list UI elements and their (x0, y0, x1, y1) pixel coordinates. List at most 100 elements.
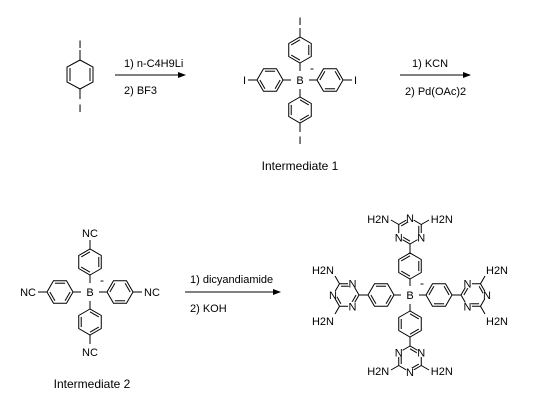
product-ring-nitrogen-bottom: N (417, 348, 425, 360)
product-amine-top-1: H2N (367, 214, 389, 226)
i2-phenyl-ring-bottom (78, 308, 102, 336)
diiodobenzene-structure: I I (66, 39, 94, 115)
intermediate-1-caption: Intermediate 1 (262, 159, 339, 173)
product-ring-nitrogen-bg (482, 290, 492, 300)
i1-substituent-left: I (243, 75, 246, 87)
product-ring-nitrogen-top: N (417, 233, 425, 245)
i2-phenyl-ring-top-double-bond (80, 266, 91, 273)
product-amine-right-0: H2N (486, 316, 508, 328)
product-phenyl-ring-right (425, 283, 453, 307)
product-amine-bond-top (390, 219, 399, 225)
product-ring-nitrogen-bg (348, 301, 357, 311)
i2-phenyl-ring-right-double-bond (124, 282, 131, 293)
product-ring-nitrogen-bg (328, 290, 338, 300)
product-amine-bond-bottom (390, 365, 399, 371)
product-ring-nitrogen-bg (405, 367, 415, 377)
product-phenyl-ring-left-double-bond (385, 294, 392, 305)
product-amine-left-0: H2N (312, 265, 334, 277)
product-amine-bond-left (334, 275, 340, 284)
product-ring-nitrogen-bg (348, 279, 357, 289)
i1-substituent-right: I (354, 75, 357, 87)
product-amine-top-0: H2N (431, 214, 453, 226)
step3-reagent-1: 1) dicyandiamide (190, 274, 273, 286)
i1-substituent-bottom: I (298, 135, 301, 147)
product-ring-nitrogen-bg (416, 348, 426, 357)
i2-phenyl-ring-right-double-bond (109, 282, 116, 293)
product-phenyl-ring-left-double-bond (370, 294, 377, 305)
product-amine-bond-bottom (421, 365, 430, 371)
i2-substituent-bottom: NC (82, 347, 98, 359)
intermediate-2-structure: NC NC NC NC (20, 228, 160, 359)
iodo-label-bottom: I (78, 103, 81, 115)
product-amine-bottom-0: H2N (367, 366, 389, 378)
product-amine-bond-left (334, 306, 340, 315)
product-charge: - (420, 276, 424, 290)
i1-phenyl-ring-left (256, 68, 284, 92)
i1-phenyl-ring-right (316, 68, 344, 92)
product-amine-left-1: H2N (312, 316, 334, 328)
step3-reagent-2: 2) KOH (190, 303, 227, 315)
i1-phenyl-ring-top-double-bond (290, 54, 301, 61)
intermediate-1-charge: - (310, 61, 314, 75)
i1-phenyl-ring-left-double-bond (259, 79, 266, 90)
product-phenyl-ring-right-double-bond (428, 285, 435, 296)
product-ring-nitrogen-right: N (464, 279, 472, 291)
product-phenyl-ring-top-double-bond (400, 270, 411, 277)
product-amine-right-1: H2N (486, 265, 508, 277)
i1-phenyl-ring-top-double-bond (290, 39, 301, 46)
intermediate-1-boron: B (296, 75, 303, 87)
i1-phenyl-ring-left-double-bond (274, 79, 281, 90)
i2-phenyl-ring-right (106, 280, 134, 304)
i1-substituent-top: I (298, 16, 301, 28)
i1-phenyl-ring-bottom-double-bond (299, 114, 310, 121)
product-ring-nitrogen-bg (416, 233, 426, 242)
i2-phenyl-ring-bottom-double-bond (89, 311, 100, 318)
product-phenyl-ring-top (398, 252, 422, 280)
product-ring-nitrogen-bg (463, 279, 472, 289)
iodo-label-top: I (78, 39, 81, 51)
product-ring-nitrogen-top: N (395, 233, 403, 245)
product-ring-nitrogen-bg (405, 213, 415, 223)
product-phenyl-ring-top-double-bond (400, 255, 411, 262)
product-ring-nitrogen-left: N (349, 279, 357, 291)
product-ring-nitrogen-right: N (464, 301, 472, 313)
i1-phenyl-ring-bottom-double-bond (299, 99, 310, 106)
i2-phenyl-ring-bottom-double-bond (89, 326, 100, 333)
product-ring-nitrogen-far-right: N (483, 290, 491, 302)
product-phenyl-ring-right-double-bond (443, 285, 450, 296)
i1-phenyl-ring-right-double-bond (334, 70, 341, 81)
product-phenyl-ring-bottom (398, 310, 422, 338)
i2-phenyl-ring-left-double-bond (49, 291, 56, 302)
product-phenyl-ring-bottom-double-bond (409, 328, 420, 335)
product-ring-nitrogen-bg (394, 233, 404, 242)
intermediate-1-structure: I I I I (243, 16, 357, 147)
i2-phenyl-ring-top-double-bond (80, 251, 91, 258)
step1-reagent-1: 1) n-C4H9Li (124, 58, 183, 70)
i2-substituent-right: NC (144, 287, 160, 299)
product-amine-bottom-1: H2N (431, 366, 453, 378)
i2-phenyl-ring-top (78, 248, 102, 276)
i2-phenyl-ring-left (46, 280, 74, 304)
product-amine-bond-top (421, 219, 430, 225)
i2-substituent-left: NC (20, 287, 36, 299)
i2-substituent-top: NC (82, 228, 98, 240)
step2-reagent-2: 2) Pd(OAc)2 (405, 86, 466, 98)
intermediate-2-charge: - (100, 273, 104, 287)
intermediate-2-boron: B (86, 287, 93, 299)
product-ring-nitrogen-bottom: N (395, 348, 403, 360)
product-amine-bond-right (480, 306, 486, 315)
product-ring-nitrogen-far-top: N (406, 213, 414, 225)
step1-reagent-2: 2) BF3 (124, 85, 157, 97)
product-ring-nitrogen-left: N (349, 301, 357, 313)
product-boron: B (406, 290, 413, 302)
product-ring-nitrogen-bg (394, 348, 404, 357)
i1-phenyl-ring-top (288, 36, 312, 64)
product-phenyl-ring-left (367, 283, 395, 307)
step2-reagent-1: 1) KCN (412, 58, 448, 70)
product-ring-nitrogen-far-left: N (329, 290, 337, 302)
intermediate-2-caption: Intermediate 2 (54, 377, 131, 391)
product-ring-nitrogen-bg (463, 301, 472, 311)
i1-phenyl-ring-right-double-bond (319, 70, 326, 81)
product-ring-nitrogen-far-bottom: N (406, 367, 414, 379)
